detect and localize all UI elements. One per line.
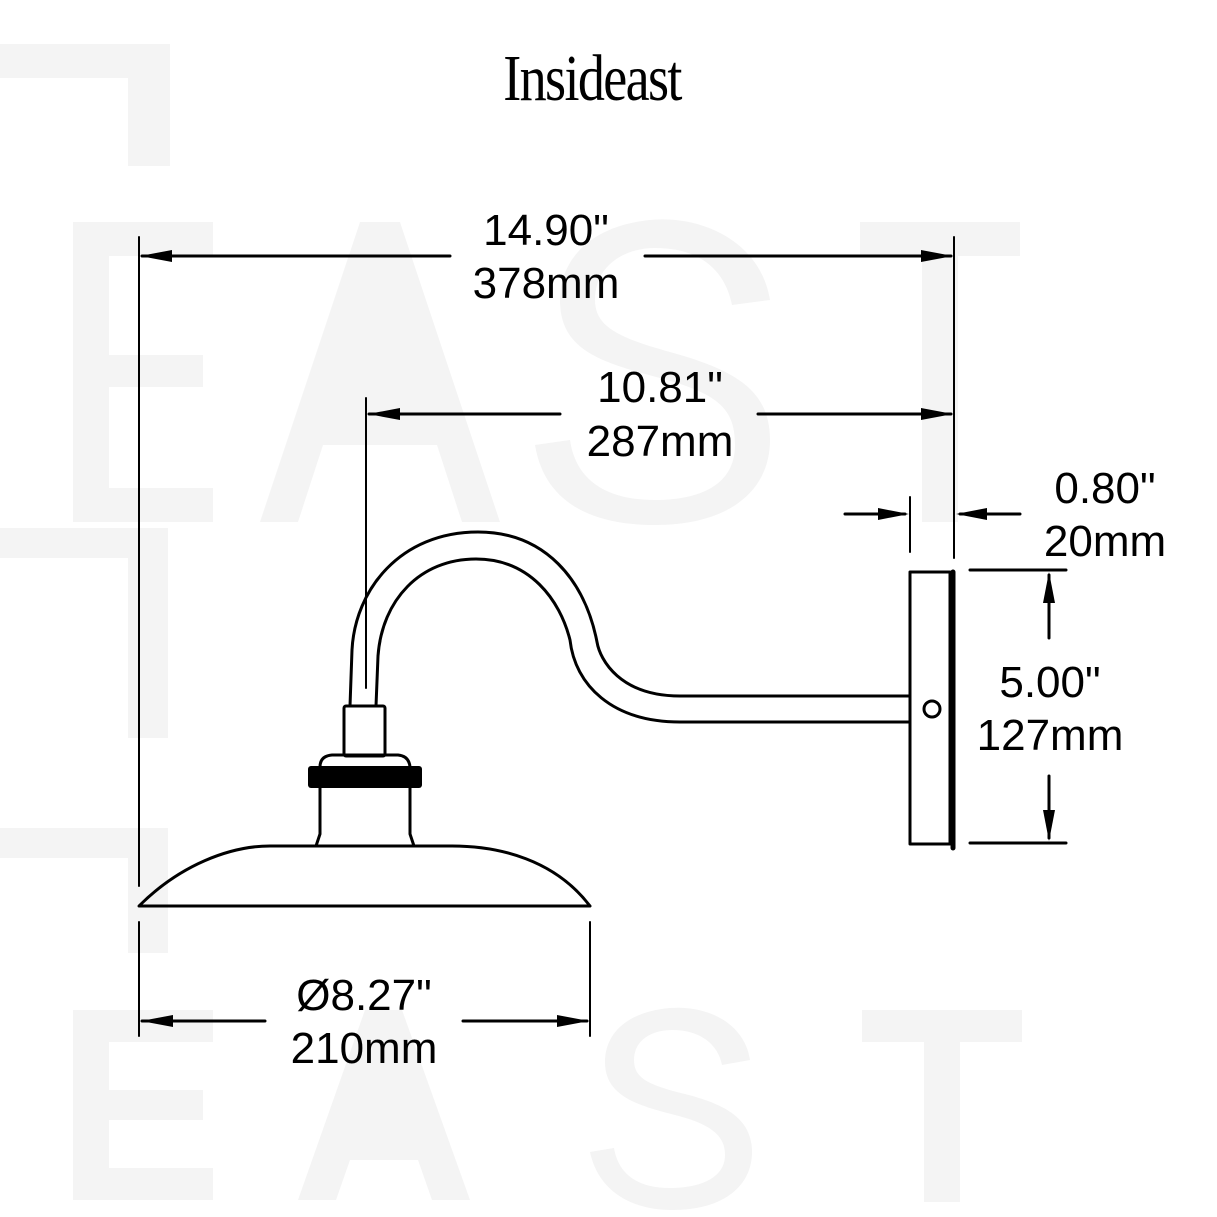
arrow-right-icon [921,408,953,420]
backplate-height-imperial: 5.00" [999,658,1100,707]
watermark [0,44,1022,1210]
dimension-overall-width: 14.90" 378mm [138,206,955,887]
watermark-row-bottom [73,1007,1022,1210]
backplate-depth-imperial: 0.80" [1054,464,1155,513]
socket-body [314,786,416,848]
gooseneck-arm-inner [374,557,912,724]
arrow-left-icon [141,1015,173,1027]
backplate-depth-metric: 20mm [1044,517,1166,566]
shade-diameter-metric: 210mm [291,1024,438,1073]
arrow-left-icon [140,250,172,262]
knurled-ring [308,766,422,788]
lamp-shade [137,844,592,908]
arm-projection-metric: 287mm [587,417,734,466]
dimension-shade-diameter: Ø8.27" 210mm [138,921,591,1073]
gooseneck-lamp-drawing [137,530,956,908]
arrow-right-icon [921,250,953,262]
socket-cap [318,753,412,769]
backplate-height-metric: 127mm [977,711,1124,760]
arrow-left-icon [956,508,987,520]
dimension-arm-projection: 10.81" 287mm [365,363,953,689]
arrow-down-icon [1043,810,1055,841]
dimension-backplate-depth: 0.80" 20mm [843,464,1166,566]
dimension-backplate-height: 5.00" 127mm [968,568,1124,845]
arrow-up-icon [1043,572,1055,603]
arrow-right-icon [878,508,909,520]
overall-width-imperial: 14.90" [483,206,609,255]
socket-neck [342,704,387,758]
arrow-left-icon [368,408,400,420]
overall-width-metric: 378mm [473,259,620,308]
arrow-right-icon [557,1015,589,1027]
gooseneck-arm-outer [348,530,912,708]
brand-logo: Insideast [503,42,682,115]
arm-projection-imperial: 10.81" [597,363,723,412]
shade-diameter-imperial: Ø8.27" [296,971,431,1020]
wall-backplate [908,570,952,846]
mounting-screw-icon [922,699,942,719]
